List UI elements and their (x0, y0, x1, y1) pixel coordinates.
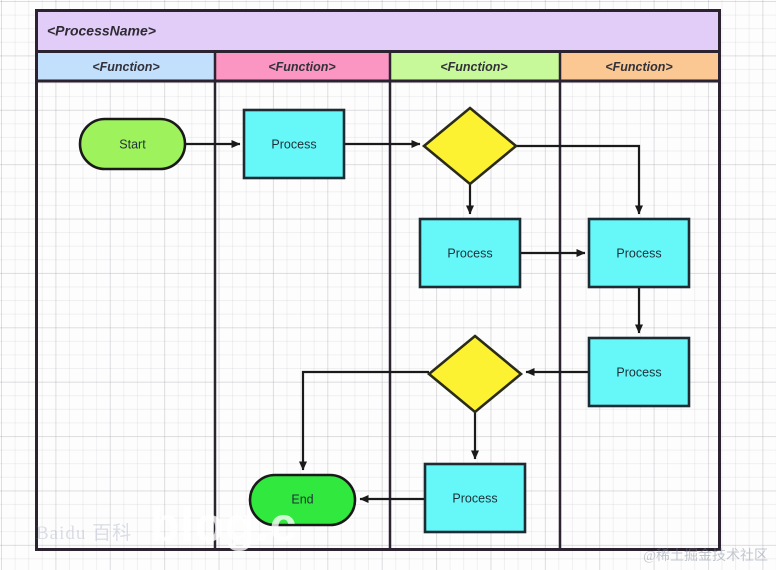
lane-header-label-3: <Function> (605, 60, 673, 74)
node-decision-1[interactable] (421, 106, 519, 186)
lane-header-label-2: <Function> (440, 60, 508, 74)
lane-headers: <Function> <Function> <Function> <Functi… (36, 53, 720, 83)
node-end[interactable]: End (248, 473, 357, 527)
lane-header-3-bg[interactable] (560, 53, 718, 80)
edge-dec1-right-down (516, 144, 643, 215)
node-start[interactable]: Start (78, 117, 187, 171)
proc5-shape[interactable] (423, 462, 527, 534)
proc1-shape[interactable] (242, 108, 346, 180)
pool-frame (35, 9, 721, 551)
node-proc2[interactable]: Process (418, 217, 522, 289)
edges-layer (185, 140, 643, 503)
node-proc4[interactable]: Process (587, 336, 691, 408)
decision1-shape[interactable] (421, 106, 519, 186)
node-proc3[interactable]: Process (587, 217, 691, 289)
lane-header-label-1: <Function> (268, 60, 336, 74)
lane-separators (213, 52, 562, 549)
edge-dec2-left-to-end (299, 370, 429, 471)
pool-title-bg (38, 12, 718, 51)
pool-title: <ProcessName> (47, 23, 156, 39)
start-shape[interactable] (78, 117, 187, 171)
proc3-shape[interactable] (587, 217, 691, 289)
proc4-shape[interactable] (587, 336, 691, 408)
lane-header-0-bg[interactable] (38, 53, 215, 80)
pool-title-bar: <ProcessName> (36, 12, 720, 53)
proc2-shape[interactable] (418, 217, 522, 289)
end-shape[interactable] (248, 473, 357, 527)
lane-header-1-bg[interactable] (215, 53, 390, 80)
decision2-shape[interactable] (426, 334, 524, 414)
lane-header-2-bg[interactable] (390, 53, 560, 80)
node-decision-2[interactable] (426, 334, 524, 414)
lane-header-label-0: <Function> (92, 60, 160, 74)
node-proc1[interactable]: Process (242, 108, 346, 180)
node-proc5[interactable]: Process (423, 462, 527, 534)
